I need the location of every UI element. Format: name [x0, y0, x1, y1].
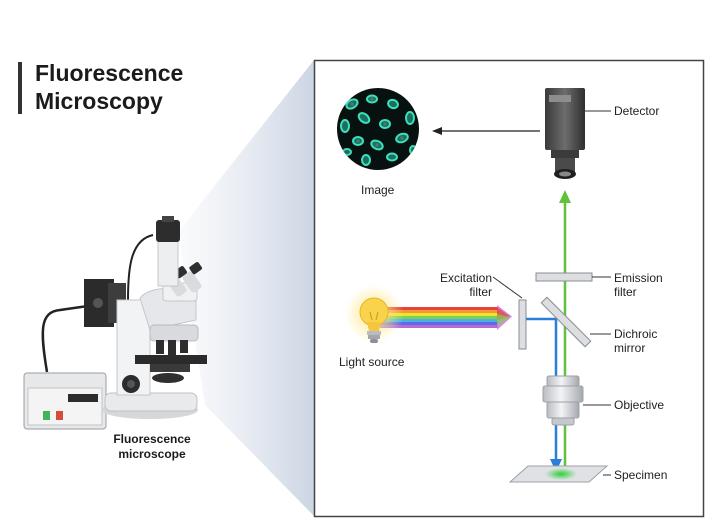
detector-camera-icon: [545, 88, 611, 179]
objective-label: Objective: [614, 398, 665, 412]
emission-filter-label: Emission filter: [614, 271, 663, 299]
dichroic-mirror-label: Dichroic mirror: [614, 327, 658, 355]
image-label: Image: [361, 183, 395, 197]
page-title: Fluorescence Microscopy: [35, 60, 184, 114]
excitation-filter: [492, 276, 527, 350]
cell-image-icon: [337, 88, 419, 170]
title-accent-bar: [18, 62, 22, 114]
detector-label: Detector: [614, 104, 660, 118]
microscope-caption: Fluorescence microscope: [113, 432, 191, 461]
detector-to-image-arrow: [432, 127, 540, 135]
specimen-slide: [508, 465, 611, 483]
emission-filter: [535, 272, 611, 282]
emission-light-beam: [559, 190, 571, 478]
light-source-label: Light source: [339, 355, 405, 369]
microscope-icon: [23, 216, 207, 430]
excitation-filter-label: Excitation filter: [439, 271, 492, 299]
excitation-rainbow-beam: [380, 305, 512, 330]
dichroic-mirror: [540, 296, 611, 348]
objective-lens: [542, 375, 611, 426]
zoom-cone: [178, 60, 314, 516]
specimen-label: Specimen: [614, 468, 668, 482]
light-bulb-icon: [344, 284, 404, 344]
